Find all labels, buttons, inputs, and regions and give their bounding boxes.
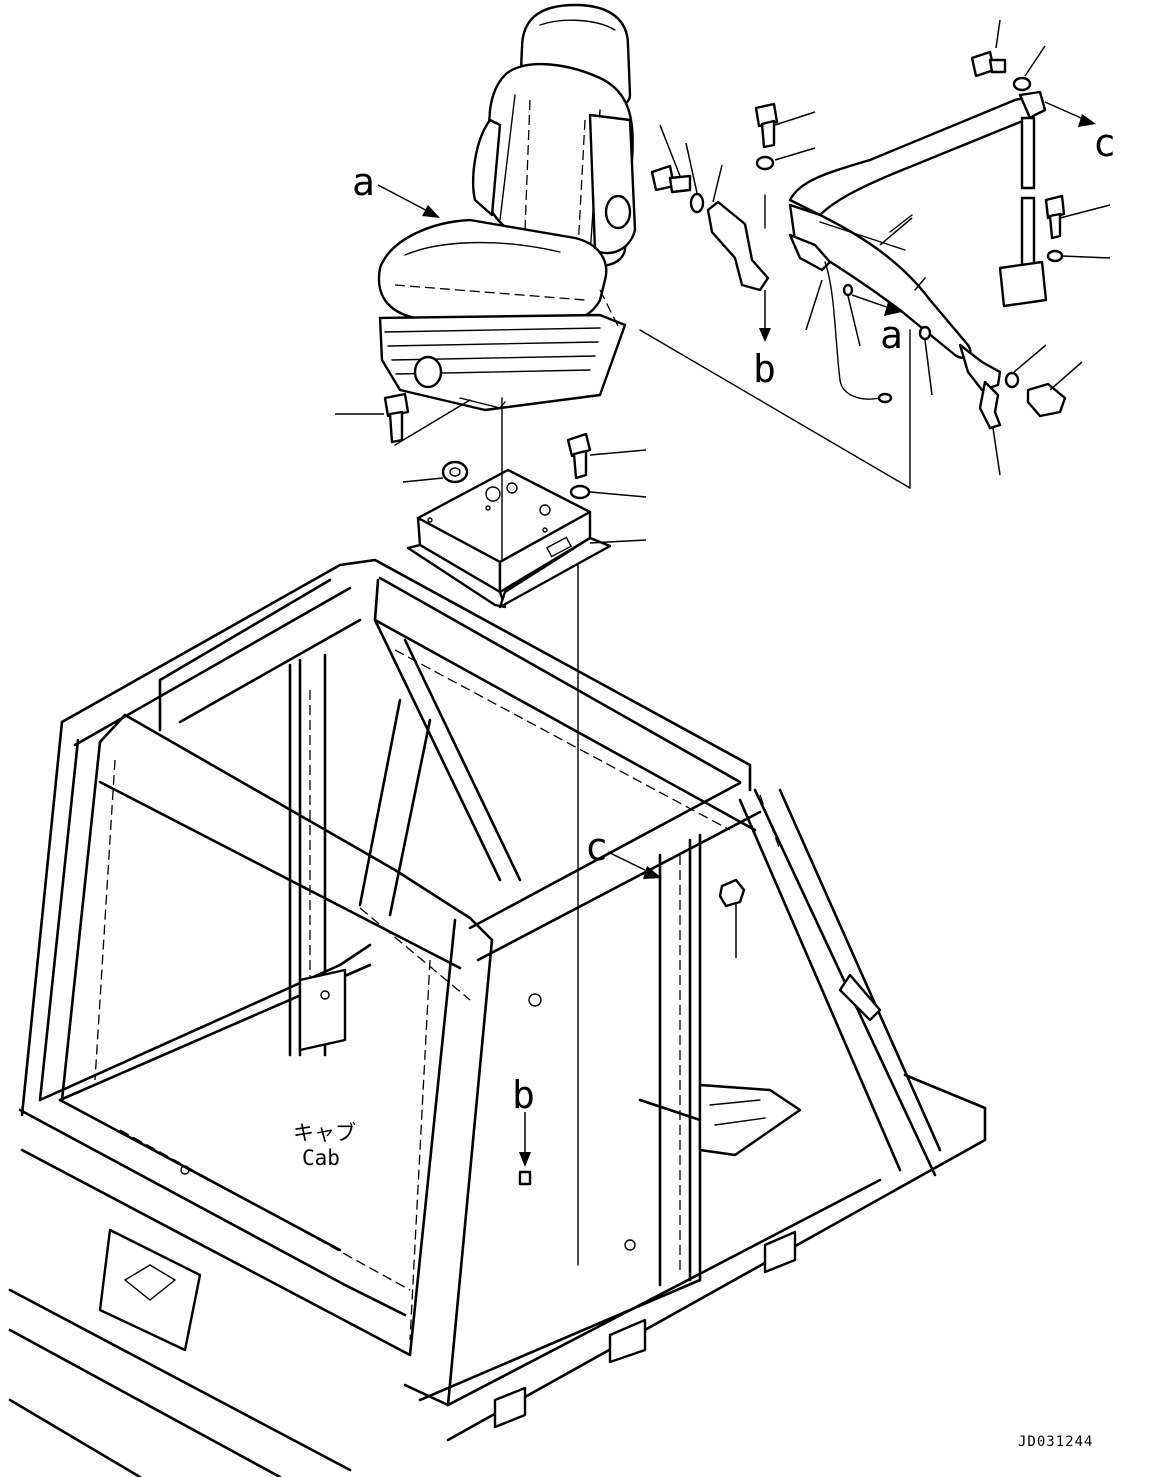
seat-bracket bbox=[406, 468, 647, 609]
drawing-code: JD031244 bbox=[1018, 1434, 1093, 1450]
operator-seat bbox=[377, 3, 637, 412]
seat-belt-leader-lines bbox=[659, 19, 1111, 476]
callout-b-floor: b bbox=[512, 1073, 535, 1117]
callout-b-top: b bbox=[753, 347, 776, 391]
callout-a-seat: a bbox=[352, 160, 375, 204]
cab-label-jp: キャブ bbox=[293, 1121, 356, 1145]
callout-c-frame: c bbox=[585, 825, 608, 869]
bracket-bolt bbox=[566, 432, 647, 500]
seat-belt-assembly bbox=[650, 50, 1067, 430]
seat-washer bbox=[402, 460, 469, 484]
callout-arrows bbox=[377, 101, 1096, 1167]
cab-frame bbox=[8, 558, 987, 1477]
cab-label-en: Cab bbox=[302, 1146, 340, 1170]
cab-nut bbox=[718, 878, 746, 958]
seat-bolt-left bbox=[335, 392, 410, 444]
callout-a-belt: a bbox=[880, 313, 903, 357]
callout-c-top: c bbox=[1093, 121, 1116, 165]
